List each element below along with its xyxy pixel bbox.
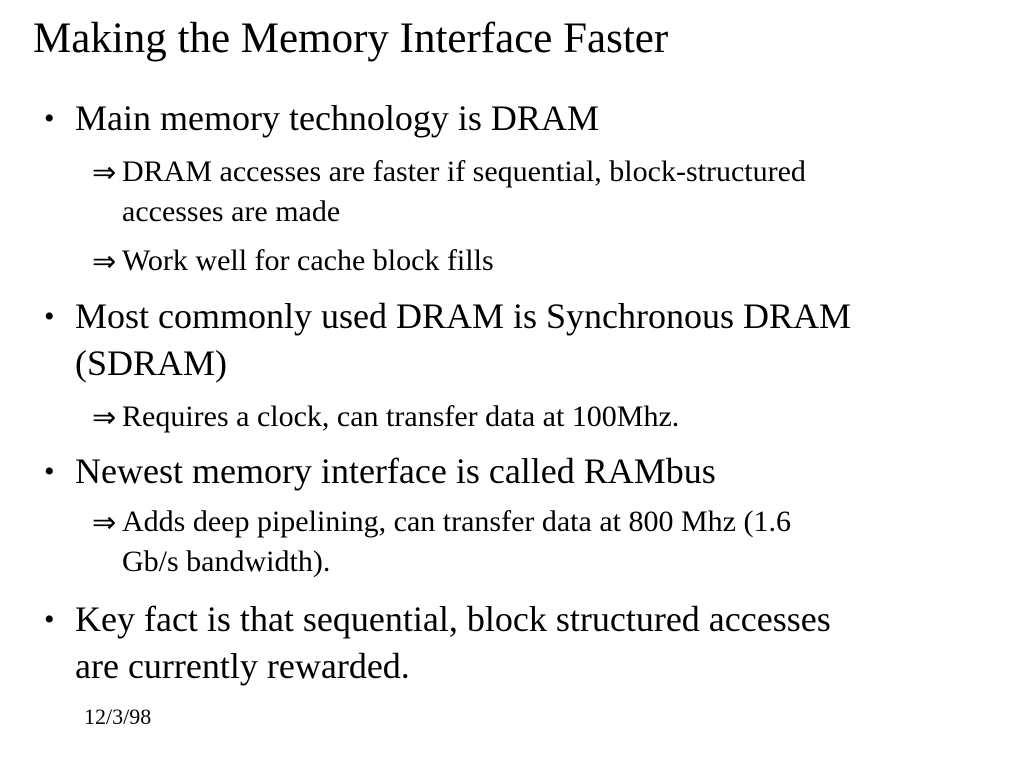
bullet-item-sdram: • Most commonly used DRAM is Synchronous… bbox=[44, 293, 851, 387]
bullet-item-rambus: • Newest memory interface is called RAMb… bbox=[44, 448, 716, 495]
sub-bullet-line: accesses are made bbox=[122, 195, 341, 228]
sub-bullet-line: Gb/s bandwidth). bbox=[122, 545, 331, 578]
bullet-line: Main memory technology is DRAM bbox=[75, 98, 599, 138]
double-arrow-icon: ⇒ bbox=[92, 505, 117, 539]
bullet-dot-icon: • bbox=[44, 455, 55, 488]
bullet-line: (SDRAM) bbox=[75, 343, 228, 383]
bullet-dot-icon: • bbox=[44, 603, 55, 636]
bullet-dot-icon: • bbox=[44, 102, 55, 135]
sub-bullet-line: Adds deep pipelining, can transfer data … bbox=[122, 505, 791, 538]
sub-bullet-line: DRAM accesses are faster if sequential, … bbox=[122, 155, 806, 188]
slide-title: Making the Memory Interface Faster bbox=[33, 15, 669, 62]
bullet-item-main-memory: • Main memory technology is DRAM bbox=[44, 95, 599, 142]
sub-bullet-dram-sequential: ⇒ DRAM accesses are faster if sequential… bbox=[92, 152, 806, 232]
double-arrow-icon: ⇒ bbox=[92, 400, 117, 434]
bullet-line: Most commonly used DRAM is Synchronous D… bbox=[75, 296, 852, 336]
sub-bullet-cache-fills: ⇒ Work well for cache block fills bbox=[92, 241, 494, 281]
sub-bullet-line: Requires a clock, can transfer data at 1… bbox=[122, 400, 680, 433]
double-arrow-icon: ⇒ bbox=[92, 244, 117, 278]
bullet-line: are currently rewarded. bbox=[75, 646, 410, 686]
sub-bullet-deep-pipelining: ⇒ Adds deep pipelining, can transfer dat… bbox=[92, 502, 791, 582]
bullet-item-key-fact: • Key fact is that sequential, block str… bbox=[44, 596, 831, 690]
slide-date: 12/3/98 bbox=[84, 704, 152, 729]
sub-bullet-line: Work well for cache block fills bbox=[122, 244, 494, 277]
sub-bullet-requires-clock: ⇒ Requires a clock, can transfer data at… bbox=[92, 397, 679, 437]
bullet-line: Newest memory interface is called RAMbus bbox=[75, 451, 716, 491]
bullet-dot-icon: • bbox=[44, 300, 55, 333]
double-arrow-icon: ⇒ bbox=[92, 155, 117, 189]
bullet-line: Key fact is that sequential, block struc… bbox=[75, 599, 831, 639]
